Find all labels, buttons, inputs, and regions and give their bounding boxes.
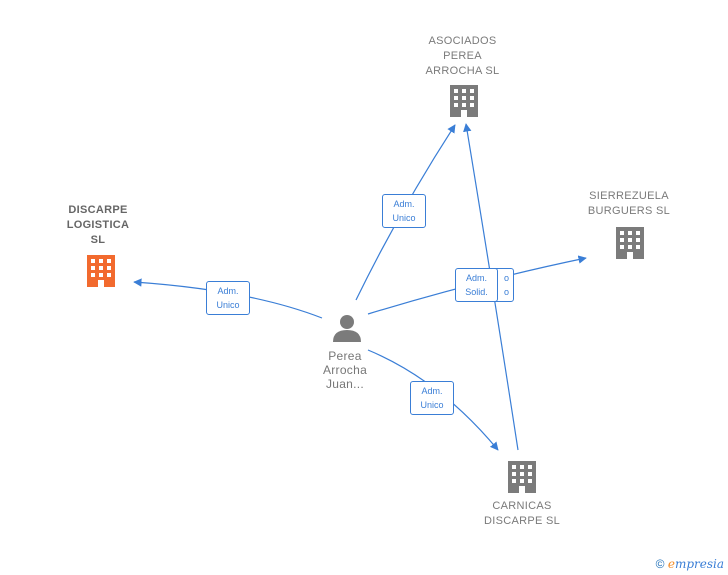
node-label-sierrezuela[interactable]: SIERREZUELA BURGUERS SL <box>575 189 683 219</box>
brand-logo: empresia <box>668 557 724 571</box>
edge-type: Unico <box>420 400 444 410</box>
node-label-carnicas[interactable]: CARNICAS DISCARPE SL <box>468 499 576 529</box>
label-line: SIERREZUELA <box>589 190 669 202</box>
label-line: ARROCHA SL <box>425 65 500 77</box>
edge-role: Adm. <box>393 199 415 209</box>
label-line: DISCARPE SL <box>483 515 561 527</box>
building-icon-asociados[interactable] <box>450 85 478 117</box>
label-line: LOGISTICA <box>66 219 130 231</box>
brand-initial: e <box>667 557 675 571</box>
brand-name: mpresia <box>674 557 724 571</box>
building-icon-sierrezuela[interactable] <box>616 227 644 259</box>
edge-type: o <box>503 287 509 297</box>
label-line: Arrocha <box>322 363 368 377</box>
copyright-icon: © <box>655 557 665 571</box>
edge-type: Unico <box>392 213 416 223</box>
edge-role: Adm. <box>465 273 487 283</box>
edge-label-carnicas[interactable]: Adm. Unico <box>410 381 454 415</box>
edge-label-asociados[interactable]: Adm. Unico <box>382 194 426 228</box>
edge-role: Adm. <box>217 286 239 296</box>
label-line: CARNICAS <box>492 500 552 512</box>
person-icon[interactable] <box>333 315 361 342</box>
label-line: Perea <box>328 349 362 363</box>
node-label-perea[interactable]: Perea Arrocha Juan... <box>305 349 385 391</box>
node-label-asociados[interactable]: ASOCIADOS PEREA ARROCHA SL <box>410 34 515 79</box>
building-icon-carnicas[interactable] <box>508 461 536 493</box>
node-label-discarpe[interactable]: DISCARPE LOGISTICA SL <box>50 203 146 248</box>
label-line: Juan... <box>325 377 365 391</box>
label-line: DISCARPE <box>68 204 128 216</box>
label-line: ASOCIADOS <box>428 35 497 47</box>
edge-type: Solid. <box>465 287 488 297</box>
edge-label-sierrezuela[interactable]: Adm. Solid. <box>455 268 498 302</box>
building-icon-discarpe[interactable] <box>87 255 115 287</box>
edge-role: Adm. <box>421 386 443 396</box>
edge-label-discarpe[interactable]: Adm. Unico <box>206 281 250 315</box>
label-line: SL <box>90 234 106 246</box>
label-line: BURGUERS SL <box>587 205 671 217</box>
edge-type: Unico <box>216 300 240 310</box>
footer-brand[interactable]: © empresia <box>656 557 724 571</box>
edge-role: o <box>503 273 509 283</box>
label-line: PEREA <box>443 50 482 62</box>
